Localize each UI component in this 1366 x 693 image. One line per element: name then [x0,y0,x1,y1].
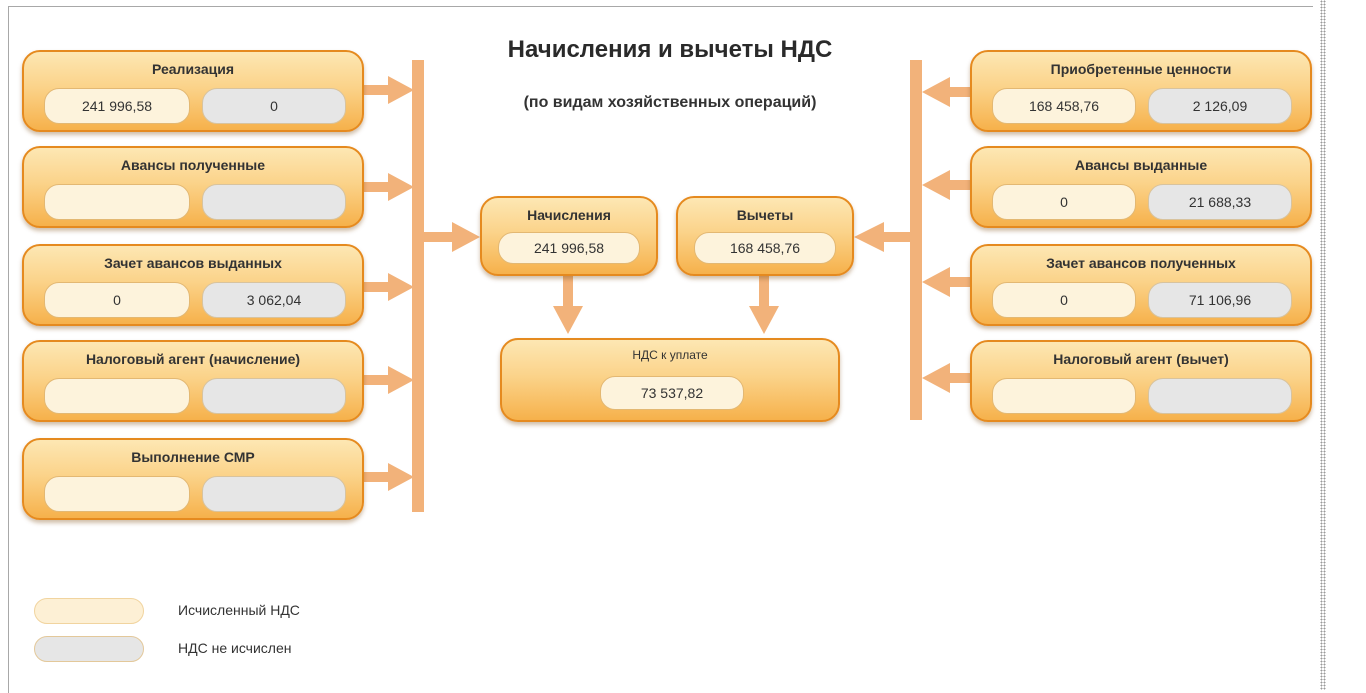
vat-payable-label: НДС к уплате [632,348,708,362]
report-frame [8,6,1313,693]
uncalculated-vat-field[interactable]: 3 062,04 [202,282,346,318]
uncalculated-vat-field[interactable]: 2 126,09 [1148,88,1292,124]
calculated-vat-field[interactable]: 0 [44,282,190,318]
block-label: Реализация [151,61,234,77]
accruals-value[interactable]: 241 996,58 [498,232,640,264]
uncalculated-vat-field[interactable] [202,184,346,220]
legend-label-not-calculated: НДС не исчислен [178,640,292,656]
block-vat-payable: НДС к уплате 73 537,82 [500,338,840,422]
block-accruals: Начисления 241 996,58 [480,196,658,276]
calculated-vat-field[interactable] [992,378,1136,414]
block-offset-advances-received: Зачет авансов полученных 0 71 106,96 [970,244,1312,326]
uncalculated-vat-field[interactable] [1148,378,1292,414]
accruals-label: Начисления [527,207,611,223]
block-deductions: Вычеты 168 458,76 [676,196,854,276]
uncalculated-vat-field[interactable]: 71 106,96 [1148,282,1292,318]
uncalculated-vat-field[interactable]: 21 688,33 [1148,184,1292,220]
legend-swatch-not-calculated [34,636,144,662]
calculated-vat-field[interactable] [44,476,190,512]
calculated-vat-field[interactable]: 0 [992,184,1136,220]
block-advances-received: Авансы полученные [22,146,364,228]
deductions-label: Вычеты [736,207,794,223]
deductions-value[interactable]: 168 458,76 [694,232,836,264]
block-tax-agent-deduction: Налоговый агент (вычет) [970,340,1312,422]
page-subtitle: (по видам хозяйственных операций) [523,94,817,111]
vat-payable-value[interactable]: 73 537,82 [600,376,744,410]
block-label: Налоговый агент (вычет) [1053,351,1229,367]
legend-label-calculated: Исчисленный НДС [178,602,300,618]
block-realization: Реализация 241 996,58 0 [22,50,364,132]
block-label: Авансы выданные [1074,157,1208,173]
calculated-vat-field[interactable]: 0 [992,282,1136,318]
page-title: Начисления и вычеты НДС [507,36,833,63]
legend-swatch-calculated [34,598,144,624]
uncalculated-vat-field[interactable] [202,378,346,414]
vertical-scrollbar[interactable] [1320,0,1326,690]
calculated-vat-field[interactable] [44,378,190,414]
uncalculated-vat-field[interactable]: 0 [202,88,346,124]
right-bus-line [910,60,922,420]
block-label: Зачет авансов полученных [1046,255,1236,271]
block-construction-works: Выполнение СМР [22,438,364,520]
block-acquired-values: Приобретенные ценности 168 458,76 2 126,… [970,50,1312,132]
calculated-vat-field[interactable]: 241 996,58 [44,88,190,124]
block-label: Налоговый агент (начисление) [85,351,301,367]
block-label: Выполнение СМР [131,449,255,465]
block-advances-issued: Авансы выданные 0 21 688,33 [970,146,1312,228]
uncalculated-vat-field[interactable] [202,476,346,512]
block-offset-advances-issued: Зачет авансов выданных 0 3 062,04 [22,244,364,326]
block-tax-agent-accrual: Налоговый агент (начисление) [22,340,364,422]
left-bus-line [412,60,424,512]
block-label: Авансы полученные [120,157,266,173]
block-label: Приобретенные ценности [1050,61,1232,77]
calculated-vat-field[interactable]: 168 458,76 [992,88,1136,124]
block-label: Зачет авансов выданных [104,255,282,271]
calculated-vat-field[interactable] [44,184,190,220]
